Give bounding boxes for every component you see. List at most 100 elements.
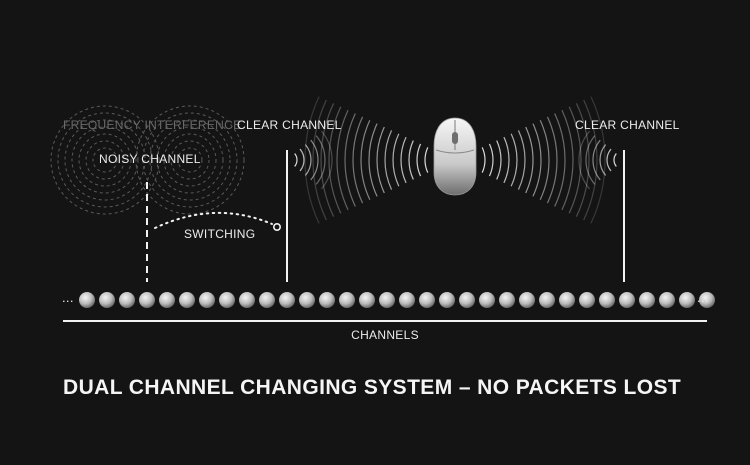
signal-wave [561, 109, 574, 211]
channel-dot [679, 292, 695, 308]
interference-ring [170, 140, 210, 180]
signal-wave [496, 140, 502, 180]
signal-wave [590, 96, 606, 224]
channel-dot [119, 292, 135, 308]
signal-wave [554, 113, 566, 207]
signal-wave [294, 153, 298, 167]
channel-dot [419, 292, 435, 308]
switching-label: SWITCHING [184, 227, 256, 241]
signal-wave [384, 130, 393, 190]
channel-dot [319, 292, 335, 308]
interference-label: FREQUENCY INTERFERENCE [63, 118, 242, 132]
signal-wave [304, 96, 320, 224]
signal-waves [294, 96, 617, 224]
signal-wave [320, 103, 335, 217]
signal-wave [575, 103, 590, 217]
channel-dot [259, 292, 275, 308]
channel-dot [239, 292, 255, 308]
clear-channel-left-label: CLEAR CHANNEL [237, 118, 342, 132]
interference-ring [156, 126, 224, 194]
signal-wave [546, 116, 558, 204]
interference-ring [50, 105, 160, 215]
signal-wave [344, 113, 356, 207]
signal-wave [488, 143, 494, 177]
signal-wave [408, 140, 414, 180]
switching-arc [154, 212, 273, 229]
signal-wave [585, 135, 596, 185]
signal-wave [368, 123, 378, 197]
channel-dot [579, 292, 595, 308]
interference-ring [71, 126, 139, 194]
channel-dot [279, 292, 295, 308]
interference-ring [57, 112, 153, 208]
channel-dot [399, 292, 415, 308]
signal-wave [606, 148, 612, 172]
signal-wave [568, 106, 582, 214]
channel-dot [139, 292, 155, 308]
noisy-channel-label: NOISY CHANNEL [99, 152, 201, 166]
interference-ring [142, 112, 238, 208]
signal-wave [304, 144, 312, 176]
signal-wave [416, 143, 422, 177]
channel-dot [439, 292, 455, 308]
signal-wave [583, 99, 598, 221]
channel-dot [519, 292, 535, 308]
interference-ring [92, 147, 118, 173]
signal-wave [510, 133, 518, 187]
signal-wave [312, 99, 327, 221]
channel-row [79, 292, 715, 308]
signal-wave [321, 130, 333, 190]
channel-dot [159, 292, 175, 308]
interference-ring [177, 147, 203, 173]
signal-wave [481, 147, 486, 173]
channel-dot [659, 292, 675, 308]
clear-channel-right-label: CLEAR CHANNEL [575, 118, 680, 132]
signal-wave [503, 136, 510, 184]
signal-wave [525, 126, 534, 194]
signal-wave [360, 120, 371, 200]
channel-dot [219, 292, 235, 308]
channel-dot [299, 292, 315, 308]
channel-dot [459, 292, 475, 308]
channel-dot [559, 292, 575, 308]
interference-ring [135, 105, 245, 215]
signal-wave [299, 148, 305, 172]
channel-dot [699, 292, 715, 308]
signal-wave [392, 133, 400, 187]
interference-ring [78, 133, 132, 187]
channel-dot [359, 292, 375, 308]
channels-ellipsis-right: ... [697, 290, 709, 305]
channel-dot [79, 292, 95, 308]
channels-axis-label: CHANNELS [351, 328, 419, 342]
interference-ring [85, 140, 125, 180]
signal-wave [578, 130, 590, 190]
channel-dot [599, 292, 615, 308]
switching-arrow-end [272, 223, 281, 232]
channel-dot [479, 292, 495, 308]
channel-dot [339, 292, 355, 308]
signal-wave [310, 139, 319, 181]
channel-dot [99, 292, 115, 308]
interference-rings [50, 105, 245, 215]
channel-dot [179, 292, 195, 308]
signal-wave [376, 126, 385, 194]
signal-wave [336, 109, 349, 211]
interference-ring [64, 119, 146, 201]
signal-wave [613, 153, 617, 167]
signal-wave [352, 116, 364, 204]
channel-dot [619, 292, 635, 308]
signal-wave [315, 135, 326, 185]
channel-dot [539, 292, 555, 308]
channel-dot [499, 292, 515, 308]
signal-wave [599, 144, 607, 176]
signal-wave [328, 106, 342, 214]
signal-wave [532, 123, 542, 197]
interference-ring [163, 133, 217, 187]
diagram-caption: DUAL CHANNEL CHANGING SYSTEM – NO PACKET… [63, 376, 682, 399]
interference-ring [149, 119, 231, 201]
channel-dot [639, 292, 655, 308]
signal-wave [539, 120, 550, 200]
channels-ellipsis-left: ... [62, 290, 74, 305]
signal-wave [424, 147, 429, 173]
